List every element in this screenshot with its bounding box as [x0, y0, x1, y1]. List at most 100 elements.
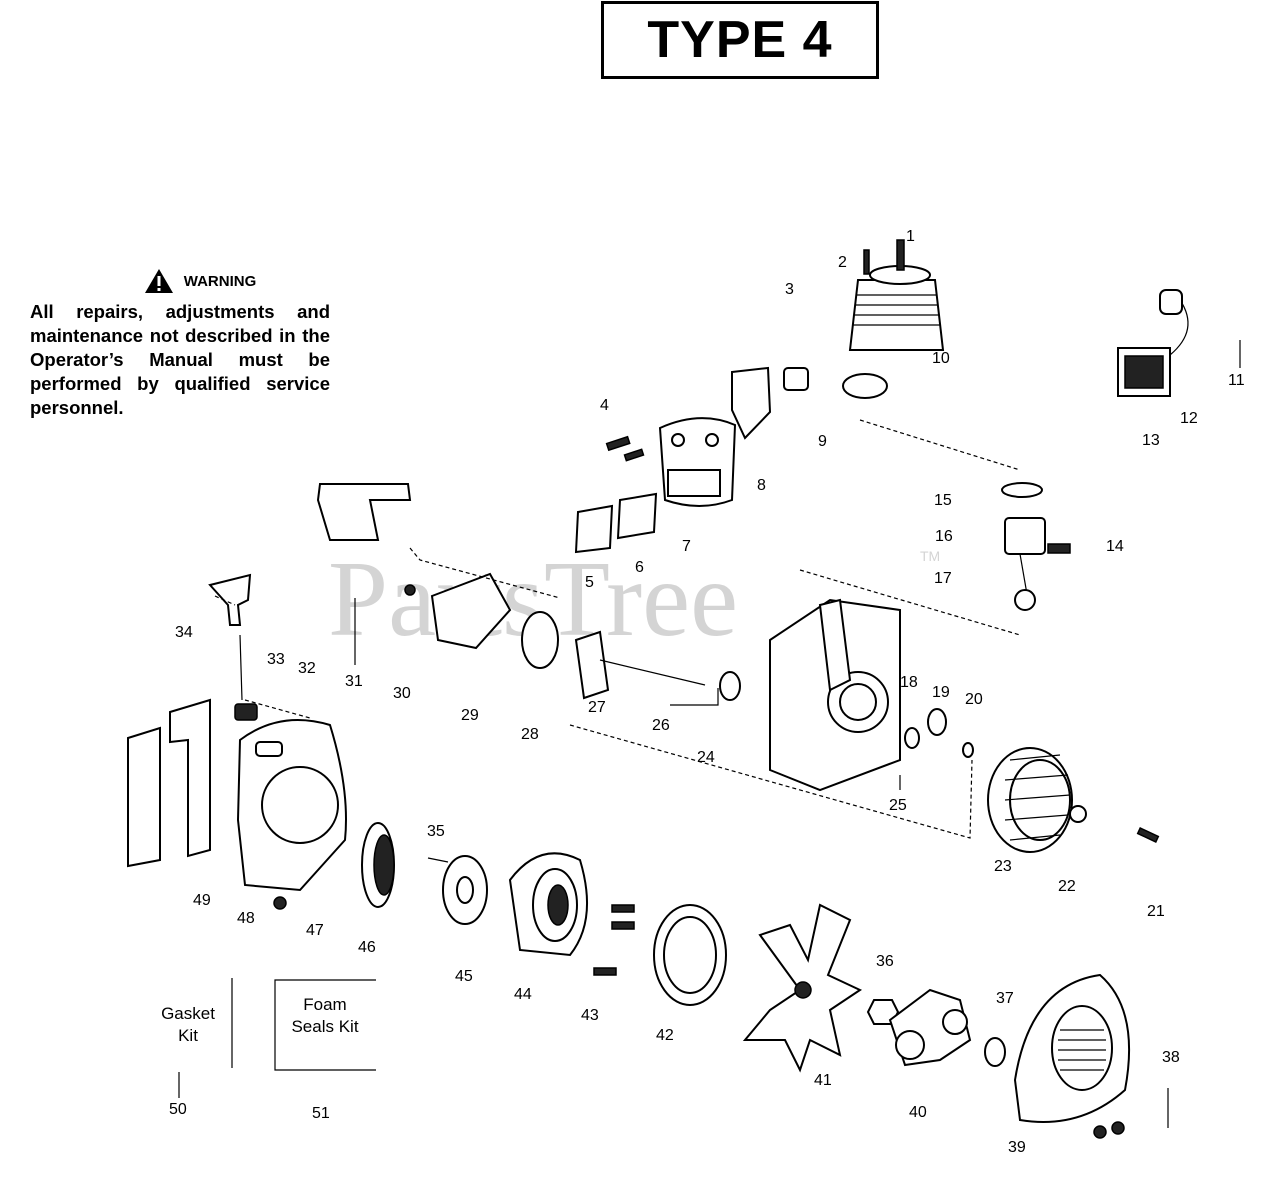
- crankshaft-part: [574, 630, 741, 701]
- callout-16: 16: [935, 528, 953, 545]
- callout-49: 49: [193, 892, 211, 909]
- callout-40: 40: [909, 1104, 927, 1121]
- callout-10: 10: [932, 350, 950, 367]
- flywheel-part: [987, 747, 1073, 853]
- grommet-part: [234, 703, 258, 721]
- spark-arrestor-part: [574, 504, 614, 554]
- callout-15: 15: [934, 492, 952, 509]
- callout-48: 48: [237, 910, 255, 927]
- muffler-shield-part: [731, 366, 772, 440]
- callout-26: 26: [652, 717, 670, 734]
- callout-20: 20: [965, 691, 983, 708]
- callout-32: 32: [298, 660, 316, 677]
- callout-18: 18: [900, 674, 918, 691]
- housing-screw-part: [273, 896, 287, 910]
- callout-38: 38: [1162, 1049, 1180, 1066]
- callout-4: 4: [600, 397, 609, 414]
- callout-25: 25: [889, 797, 907, 814]
- callout-22: 22: [1058, 878, 1076, 895]
- callout-14: 14: [1106, 538, 1124, 555]
- piston-part: [1001, 482, 1071, 611]
- callout-36: 36: [876, 953, 894, 970]
- impeller-part: [742, 903, 863, 1073]
- callout-51: 51: [312, 1105, 330, 1122]
- callout-6: 6: [635, 559, 644, 576]
- callout-1: 1: [906, 228, 915, 245]
- callout-8: 8: [757, 477, 766, 494]
- callout-45: 45: [455, 968, 473, 985]
- alignment-line-4: [569, 724, 973, 839]
- callout-50: 50: [169, 1101, 187, 1118]
- callout-35: 35: [427, 823, 445, 840]
- throttle-rod-part: [239, 634, 243, 701]
- warning-triangle-icon: [144, 269, 173, 293]
- adapter-screw-part: [404, 584, 416, 596]
- type-title: TYPE 4: [647, 11, 833, 69]
- starter-assembly-part: [508, 852, 589, 957]
- callout-5: 5: [585, 574, 594, 591]
- alignment-line-5: [244, 699, 311, 719]
- callout-41: 41: [814, 1072, 832, 1089]
- callout-24: 24: [697, 749, 715, 766]
- cylinder-gasket-part: [842, 373, 888, 399]
- callout-37: 37: [996, 990, 1014, 1007]
- alignment-line-2: [409, 547, 561, 599]
- callout-28: 28: [521, 726, 539, 743]
- key-part: [1136, 827, 1160, 843]
- bearing-18-part: [904, 727, 920, 749]
- callout-47: 47: [306, 922, 324, 939]
- alignment-line-6: [214, 595, 236, 606]
- callout-11: 11: [1228, 372, 1245, 389]
- handle-foam-part: [127, 726, 161, 868]
- alignment-line: [859, 419, 1021, 471]
- bushing-part: [984, 1037, 1006, 1067]
- foam-kit-bracket: [274, 979, 376, 1071]
- muffler-part: [658, 417, 737, 507]
- carb-adapter-part: [430, 572, 512, 650]
- handle-foam-part-2: [169, 698, 211, 858]
- cylinder-part: [848, 239, 945, 351]
- callout-29: 29: [461, 707, 479, 724]
- cover-screw-part: [1093, 1125, 1107, 1139]
- type-title-box: TYPE 4: [601, 1, 879, 79]
- callout-30: 30: [393, 685, 411, 702]
- foam-seals-kit-label: Foam Seals Kit: [291, 995, 359, 1036]
- bearing-19-part: [927, 708, 947, 736]
- callout-27: 27: [588, 699, 606, 716]
- watermark-tm: TM: [920, 548, 940, 564]
- exhaust-gasket-part: [783, 367, 809, 391]
- fan-cover-part: [1013, 973, 1131, 1123]
- callout-34: 34: [175, 624, 193, 641]
- muffler-screw-part: [605, 435, 631, 452]
- starter-screw-part: [611, 904, 635, 913]
- callout-39: 39: [1008, 1139, 1026, 1156]
- crankcase-seal-part: [521, 611, 559, 669]
- throttle-handle-part: [208, 573, 252, 626]
- callout-3: 3: [785, 281, 794, 298]
- washer-20-part: [962, 742, 974, 758]
- warning-text: All repairs, adjustments and maintenance…: [30, 301, 330, 418]
- callout-13: 13: [1142, 432, 1160, 449]
- callout-44: 44: [514, 986, 532, 1003]
- alignment-line-3: [799, 569, 1021, 636]
- muffler-screw-part-2: [623, 448, 645, 462]
- callout-43: 43: [581, 1007, 599, 1024]
- gasket-kit-label: Gasket Kit: [161, 1004, 215, 1045]
- warning-heading: WARNING: [183, 272, 257, 290]
- ignition-module-part: [1117, 289, 1189, 397]
- callout-23: 23: [994, 858, 1012, 875]
- blower-housing-part: [236, 719, 347, 892]
- callout-31: 31: [345, 673, 363, 690]
- callout-12: 12: [1180, 410, 1198, 427]
- callout-2: 2: [838, 254, 847, 271]
- warning-header: WARNING: [70, 268, 330, 294]
- callout-42: 42: [656, 1027, 674, 1044]
- flywheel-nut-part: [1069, 805, 1087, 823]
- callout-17: 17: [934, 570, 952, 587]
- muffler-gasket-part: [616, 492, 658, 540]
- warning-notice: WARNING All repairs, adjustments and mai…: [30, 268, 330, 420]
- callout-33: 33: [267, 651, 285, 668]
- callout-9: 9: [818, 433, 827, 450]
- crankcase-part: [769, 598, 901, 792]
